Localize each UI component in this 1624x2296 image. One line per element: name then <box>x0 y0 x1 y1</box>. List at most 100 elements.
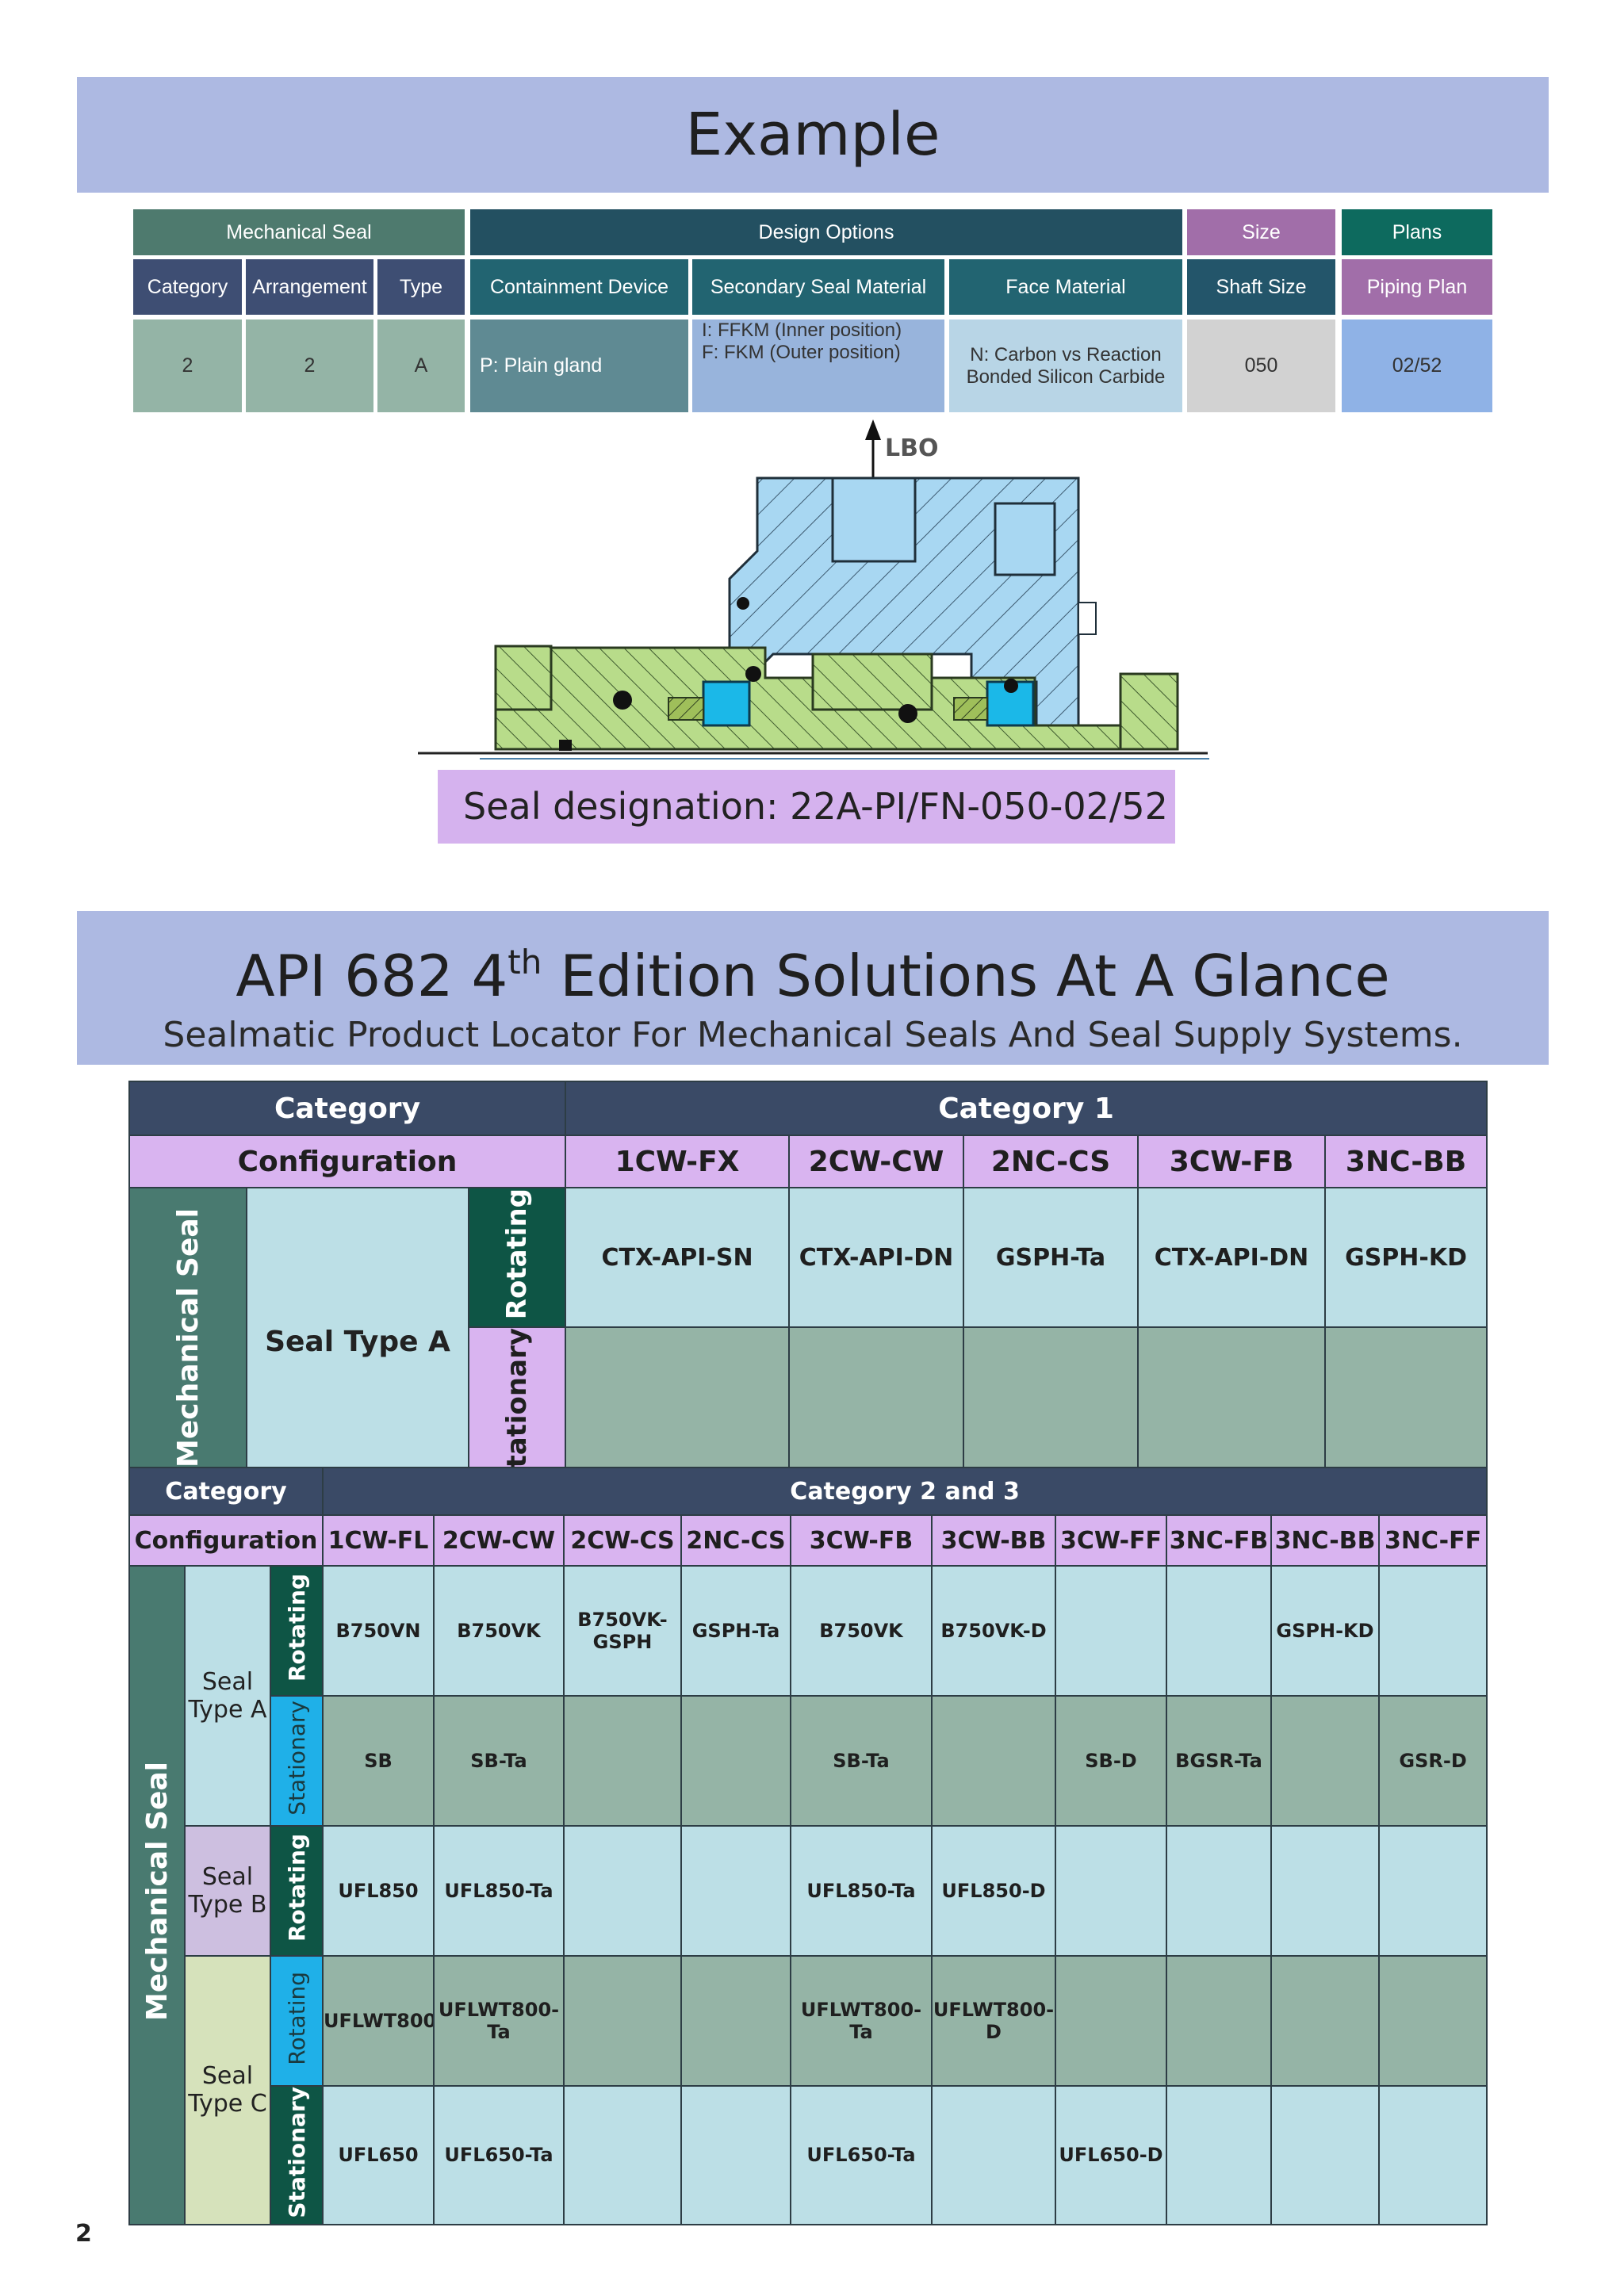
t2-cell: SB-Ta <box>433 1695 565 1827</box>
t1-category-label: Category <box>128 1081 567 1136</box>
face-line-2: Bonded Silicon Carbide <box>966 365 1166 388</box>
t2-stationary-label: Stationary <box>283 1701 310 1816</box>
t2-cell <box>1055 1565 1167 1697</box>
t2-cell: GSPH-KD <box>1270 1565 1380 1697</box>
t2-cell <box>680 1695 791 1827</box>
t1-stationary-label: Stationary <box>501 1328 533 1488</box>
t2-rotating: Rotating <box>270 1565 324 1697</box>
group-design-options: Design Options <box>470 209 1182 255</box>
col-shaft-size: Shaft Size <box>1187 259 1335 315</box>
t1-mechanical-seal: Mechanical Seal <box>128 1186 247 1497</box>
t2-cell <box>1166 1825 1272 1957</box>
t2-cell <box>563 2085 682 2225</box>
val-shaft-size: 050 <box>1187 320 1335 412</box>
t2-cell: GSPH-Ta <box>680 1565 791 1697</box>
t2-cell: UFL850-D <box>931 1825 1056 1957</box>
t2-cell: UFL650 <box>322 2085 435 2225</box>
t2-cell: UFL850-Ta <box>790 1825 933 1957</box>
t2-cell <box>1377 2085 1488 2225</box>
t2-config: 3NC-FF <box>1377 1514 1488 1567</box>
t2-cell <box>1270 2085 1380 2225</box>
val-face-material: N: Carbon vs Reaction Bonded Silicon Car… <box>949 320 1182 412</box>
t2-cell: UFLWT800-Ta <box>790 1955 933 2087</box>
t2-cell: UFL850-Ta <box>433 1825 565 1957</box>
t2-cell: B750VK-D <box>931 1565 1056 1697</box>
t1-category-value: Category 1 <box>565 1081 1488 1136</box>
seal-cross-section-diagram: LBO <box>418 419 1209 760</box>
t2-stationary: Stationary <box>270 1695 324 1827</box>
t2-cell <box>1377 1565 1488 1697</box>
val-piping-plan: 02/52 <box>1342 320 1492 412</box>
group-mechanical-seal: Mechanical Seal <box>133 209 465 255</box>
t1-config: 2CW-CW <box>788 1135 965 1188</box>
t2-seal-type-a-line1: Seal <box>201 1668 254 1696</box>
t2-rotating-label: Rotating <box>283 1574 310 1682</box>
t2-config: 3CW-BB <box>931 1514 1056 1567</box>
secondary-line-1: I: FFKM (Inner position) <box>702 320 902 341</box>
t1-configuration-label: Configuration <box>128 1135 567 1188</box>
t2-cell: UFL650-D <box>1055 2085 1167 2225</box>
page-number: 2 <box>75 2220 92 2248</box>
t2-mechanical-seal-label: Mechanical Seal <box>140 1762 174 2022</box>
t2-cell <box>680 2085 791 2225</box>
col-face-material: Face Material <box>949 259 1182 315</box>
t2-rotating: Rotating <box>270 1955 324 2087</box>
t1-rotating-cell: CTX-API-DN <box>1137 1186 1327 1329</box>
t1-config: 2NC-CS <box>963 1135 1139 1188</box>
col-piping-plan: Piping Plan <box>1342 259 1492 315</box>
t2-seal-type-c-line2: Type C <box>188 2090 267 2118</box>
t2-cell <box>1270 1825 1380 1957</box>
api-title: API 682 4th Edition Solutions At A Glanc… <box>77 927 1549 1012</box>
t1-rotating-cell: GSPH-Ta <box>963 1186 1139 1329</box>
t1-rotating-cell: CTX-API-SN <box>565 1186 791 1329</box>
t2-cell <box>1166 1955 1272 2087</box>
t2-cell <box>1270 1695 1380 1827</box>
t2-seal-type-b-line1: Seal <box>201 1863 254 1891</box>
t2-rotating-label: Rotating <box>283 1971 310 2065</box>
example-banner: Example <box>77 77 1549 193</box>
t2-cell: UFL650-Ta <box>433 2085 565 2225</box>
val-category: 2 <box>133 320 242 412</box>
t2-rotating-label: Rotating <box>283 1834 310 1942</box>
t2-config: 2CW-CW <box>433 1514 565 1567</box>
t1-config: 3NC-BB <box>1324 1135 1488 1188</box>
category-1-table: Category Category 1 Configuration 1CW-FX… <box>128 1081 1488 1497</box>
lbo-label: LBO <box>885 434 939 462</box>
t2-seal-type-c-line1: Seal <box>201 2062 254 2091</box>
col-type: Type <box>377 259 465 315</box>
t1-seal-type: Seal Type A <box>246 1186 469 1497</box>
t2-cell <box>680 1825 791 1957</box>
t2-mechanical-seal: Mechanical Seal <box>128 1565 186 2225</box>
t2-config: 1CW-FL <box>322 1514 435 1567</box>
api-banner: API 682 4th Edition Solutions At A Glanc… <box>77 911 1549 1065</box>
t2-stationary: Stationary <box>270 2085 324 2225</box>
t2-cell: SB-D <box>1055 1695 1167 1827</box>
api-subtitle: Sealmatic Product Locator For Mechanical… <box>163 1015 1463 1055</box>
t2-cell <box>1055 1955 1167 2087</box>
group-size: Size <box>1187 209 1335 255</box>
t2-cell: UFL650-Ta <box>790 2085 933 2225</box>
t2-cell <box>1055 1825 1167 1957</box>
t2-cell: GSR-D <box>1377 1695 1488 1827</box>
t2-cell: SB <box>322 1695 435 1827</box>
t2-cell <box>931 1695 1056 1827</box>
col-secondary-material: Secondary Seal Material <box>692 259 944 315</box>
t2-cell: B750VK <box>433 1565 565 1697</box>
t2-stationary-label: Stationary <box>283 2087 310 2218</box>
api-title-main: API 682 4 <box>236 943 508 1009</box>
group-plans: Plans <box>1342 209 1492 255</box>
t2-configuration-label: Configuration <box>128 1514 324 1567</box>
t1-config: 1CW-FX <box>565 1135 791 1188</box>
t2-config: 3CW-FF <box>1055 1514 1167 1567</box>
t1-rotating: Rotating <box>467 1186 567 1329</box>
t2-cell: B750VK- GSPH <box>563 1565 682 1697</box>
col-arrangement: Arrangement <box>246 259 373 315</box>
t1-rotating-cell: CTX-API-DN <box>788 1186 965 1329</box>
t2-cell: B750VK <box>790 1565 933 1697</box>
t2-seal-type-b-line2: Type B <box>188 1891 267 1919</box>
t2-cell: UFL850 <box>322 1825 435 1957</box>
col-containment: Containment Device <box>470 259 688 315</box>
t1-rotating-cell: GSPH-KD <box>1324 1186 1488 1329</box>
